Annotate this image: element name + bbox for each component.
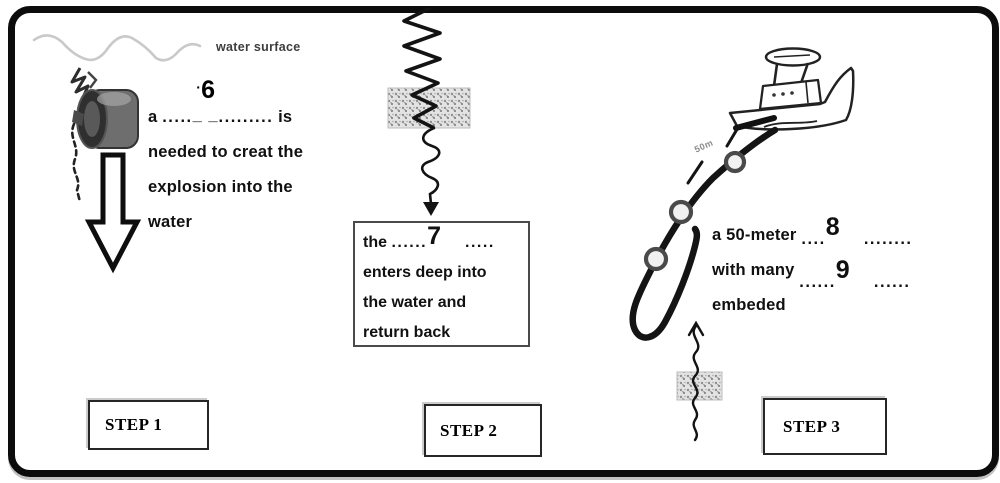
question-number-7: 7 <box>427 222 442 250</box>
water-surface-wave-icon <box>32 34 202 62</box>
step-2-caption-line2: enters deep into <box>363 264 487 281</box>
diagram-frame <box>8 6 999 477</box>
question-number-8: 8 <box>825 213 840 241</box>
down-arrow-icon <box>84 152 142 274</box>
arrowhead-down <box>423 202 439 216</box>
step-2-label: STEP 2 <box>440 420 498 440</box>
seabed-stipple-block-small <box>676 371 723 401</box>
step-1-label: STEP 1 <box>105 415 163 434</box>
question-number-9: 9 <box>835 256 850 284</box>
sensor-circle <box>723 150 747 174</box>
q9-prefix: with many <box>712 261 795 279</box>
question-number-6: ·6 <box>196 76 216 104</box>
q6-prefix: a <box>148 108 158 126</box>
q8-blank: ....8........ <box>801 213 913 249</box>
step-1-caption-line2: needed to creat the <box>148 143 304 161</box>
step-1-caption: a ....._ _......... ·6 is needed to crea… <box>148 76 368 240</box>
question-9-line: with many ......9...... <box>712 253 988 292</box>
step-3-caption-line3: embeded <box>712 296 786 314</box>
reflected-wave-icon <box>676 320 723 442</box>
cable-line <box>629 126 779 341</box>
q6-suffix: is <box>278 108 293 126</box>
boat-icon <box>728 47 855 131</box>
step-3-box: STEP 3 <box>763 398 887 455</box>
cable-tick-mark <box>725 124 741 148</box>
step-1-box: STEP 1 <box>88 400 209 450</box>
step-2-caption-line3: the water and <box>363 294 467 311</box>
q6-blank: ....._ _......... ·6 <box>162 76 274 127</box>
question-6-line: a ....._ _......... ·6 is <box>148 76 368 135</box>
step-2-caption-line4: return back <box>363 324 451 341</box>
q8-prefix: a 50-meter <box>712 226 797 244</box>
q7-prefix: the <box>363 234 387 251</box>
question-7-line: the ......7..... <box>363 222 495 252</box>
sensor-circle <box>643 246 669 272</box>
step-1-caption-line4: water <box>148 213 193 231</box>
step-1-caption-line3: explosion into the <box>148 178 293 196</box>
arrowhead-up <box>687 320 705 337</box>
step-2-box: STEP 2 <box>424 404 542 457</box>
cable-tick-mark <box>686 160 704 185</box>
cable-curve-icon <box>629 124 779 341</box>
step-2-description-box: the ......7..... enters deep into the wa… <box>353 221 530 347</box>
shockwave-zigzag-icon <box>387 8 471 216</box>
water-surface-label: water surface <box>216 40 301 54</box>
step-3-label: STEP 3 <box>783 416 841 436</box>
sensor-circle <box>668 199 694 225</box>
step-3-caption: a 50-meter ....8........ with many .....… <box>712 213 988 323</box>
explosive-device-icon <box>70 67 139 204</box>
q9-blank: ......9...... <box>799 256 911 292</box>
question-8-line: a 50-meter ....8........ <box>712 213 988 253</box>
